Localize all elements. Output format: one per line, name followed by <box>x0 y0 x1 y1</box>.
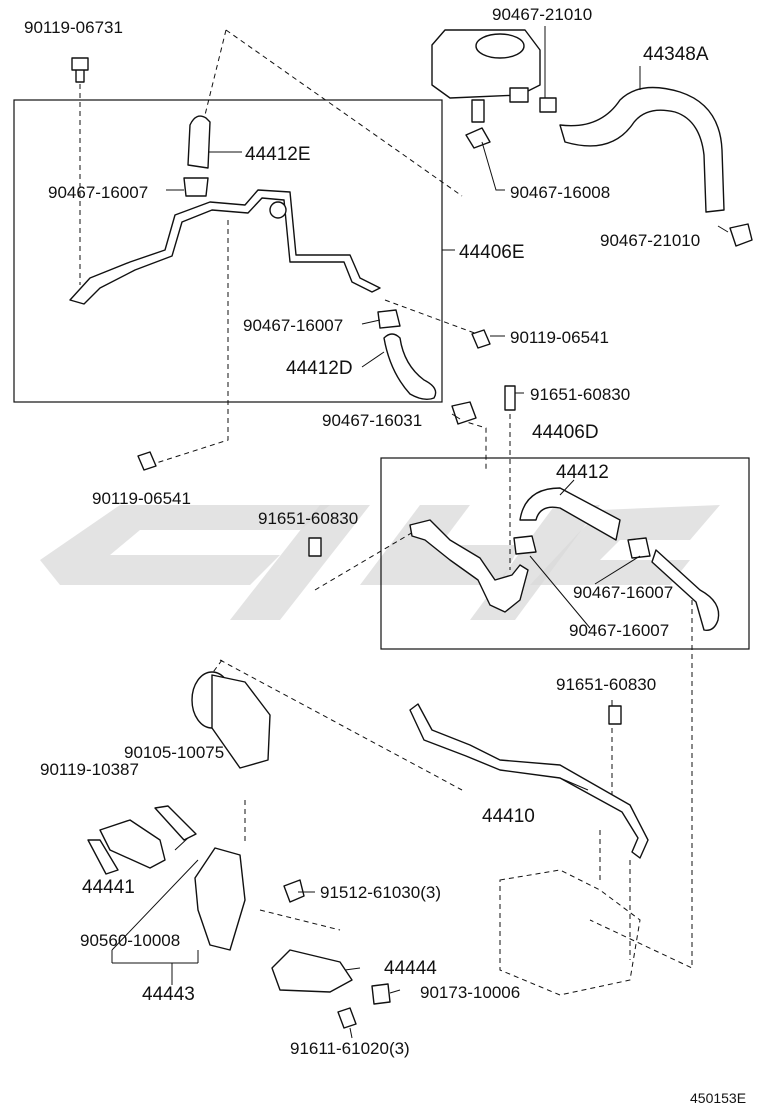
part-label-18: 90467-16007 <box>569 621 669 640</box>
part-label-26: 90560-10008 <box>80 931 180 950</box>
pipe-end-right <box>651 549 720 631</box>
pipe-44410 <box>409 703 649 859</box>
clamp-16007-right <box>627 537 651 559</box>
hose-44412 <box>519 487 621 541</box>
part-label-30: 91611-61020(3) <box>290 1039 410 1058</box>
part-label-19: 90119-06541 <box>92 489 191 508</box>
part-label-3: 44348A <box>643 44 709 65</box>
clamp-21010-lower <box>729 223 753 247</box>
part-label-14: 44406D <box>532 422 599 443</box>
part-label-4: 44412E <box>245 144 311 165</box>
part-label-13: 90467-16031 <box>322 411 422 430</box>
bolt-icon-group <box>71 57 622 1029</box>
part-label-28: 44444 <box>384 958 437 979</box>
part-label-10: 90119-06541 <box>510 328 609 347</box>
figure-code: 450153E <box>690 1090 746 1106</box>
part-label-29: 90173-10006 <box>420 983 520 1002</box>
group-box-44406d <box>380 457 750 650</box>
part-label-23: 44410 <box>482 806 535 827</box>
part-label-21: 90105-10075 <box>124 743 224 762</box>
hose-44412e <box>187 115 211 169</box>
part-label-11: 44412D <box>286 358 353 379</box>
part-label-9: 90467-16007 <box>243 316 343 335</box>
part-label-12: 91651-60830 <box>530 385 630 404</box>
hose-44412d <box>383 333 437 401</box>
part-label-2: 90467-21010 <box>492 5 592 24</box>
clamp-16007-mid <box>377 309 401 329</box>
pipe-44406e <box>69 189 381 305</box>
part-label-5: 90467-16007 <box>48 183 148 202</box>
part-label-1: 90119-06731 <box>24 18 123 37</box>
reservoir-tank <box>431 29 557 149</box>
part-label-24: 44441 <box>82 877 135 898</box>
engine-outline <box>499 869 641 996</box>
clamp-16031 <box>451 401 477 425</box>
clamp-16007-upper <box>183 177 209 197</box>
pipe-44406d <box>409 519 529 613</box>
hose-44348a <box>559 86 725 213</box>
part-label-22: 90119-10387 <box>40 760 139 779</box>
part-label-20: 91651-60830 <box>556 675 656 694</box>
part-label-8: 44406E <box>459 242 525 263</box>
pump-assembly <box>99 671 391 1005</box>
part-label-6: 90467-16008 <box>510 183 610 202</box>
part-label-25: 91512-61030(3) <box>320 883 441 902</box>
part-label-17: 90467-16007 <box>573 583 673 602</box>
clamp-16007-center <box>513 535 537 555</box>
part-label-7: 90467-21010 <box>600 231 700 250</box>
part-label-16: 91651-60830 <box>258 509 358 528</box>
part-label-27: 44443 <box>142 984 195 1005</box>
part-label-15: 44412 <box>556 462 609 483</box>
